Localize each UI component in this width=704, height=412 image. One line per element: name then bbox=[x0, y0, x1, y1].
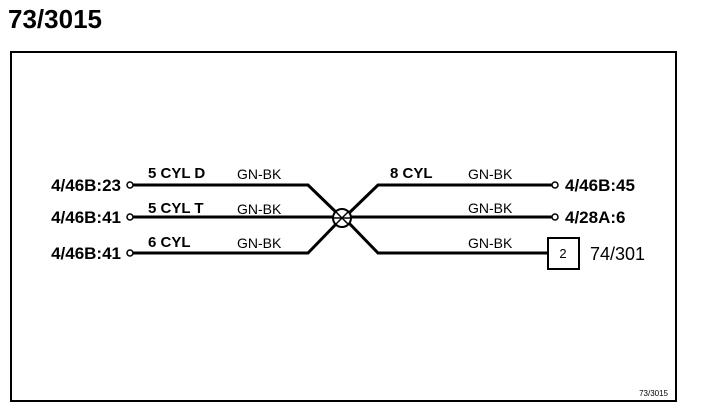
terminal-label: 4/28A:6 bbox=[565, 208, 625, 227]
wire-line bbox=[133, 183, 342, 218]
left-wire-3 bbox=[126, 218, 342, 257]
wire-color-label: GN-BK bbox=[237, 201, 282, 217]
connector-pin-label: 2 bbox=[559, 246, 566, 261]
variant-label: 5 CYL D bbox=[148, 165, 205, 182]
terminal-dot bbox=[126, 213, 134, 221]
left-wire-1 bbox=[126, 181, 342, 218]
right-wire-3 bbox=[344, 218, 580, 270]
variant-label: 8 CYL bbox=[390, 165, 433, 182]
terminal-label: 4/46B:41 bbox=[51, 244, 121, 263]
terminal-dot bbox=[126, 249, 134, 257]
wire-color-label: GN-BK bbox=[237, 166, 282, 182]
wire-line bbox=[344, 218, 548, 255]
right-wire-1 bbox=[344, 181, 559, 218]
component-code-label: 74/301 bbox=[590, 244, 645, 264]
terminal-dot bbox=[551, 213, 559, 221]
terminal-label: 4/46B:41 bbox=[51, 208, 121, 227]
left-wire-2 bbox=[126, 213, 333, 221]
wire-color-label: GN-BK bbox=[468, 166, 513, 182]
terminal-dot bbox=[551, 181, 559, 189]
variant-label: 6 CYL bbox=[148, 234, 191, 251]
right-wire-2 bbox=[351, 213, 559, 221]
diagram-frame bbox=[10, 51, 677, 402]
wire-color-label: GN-BK bbox=[468, 235, 513, 251]
splice-junction-icon bbox=[332, 208, 352, 228]
wire-color-label: GN-BK bbox=[237, 235, 282, 251]
terminal-dot bbox=[126, 181, 134, 189]
wire-line bbox=[344, 183, 552, 218]
connector-box bbox=[547, 237, 580, 270]
terminal-label: 4/46B:23 bbox=[51, 176, 121, 195]
wire-line bbox=[133, 218, 342, 255]
terminal-label: 4/46B:45 bbox=[565, 176, 635, 195]
figure-code: 73/3015 bbox=[639, 389, 668, 398]
wire-color-label: GN-BK bbox=[468, 200, 513, 216]
variant-label: 5 CYL T bbox=[148, 200, 204, 217]
page-title: 73/3015 bbox=[8, 4, 102, 34]
